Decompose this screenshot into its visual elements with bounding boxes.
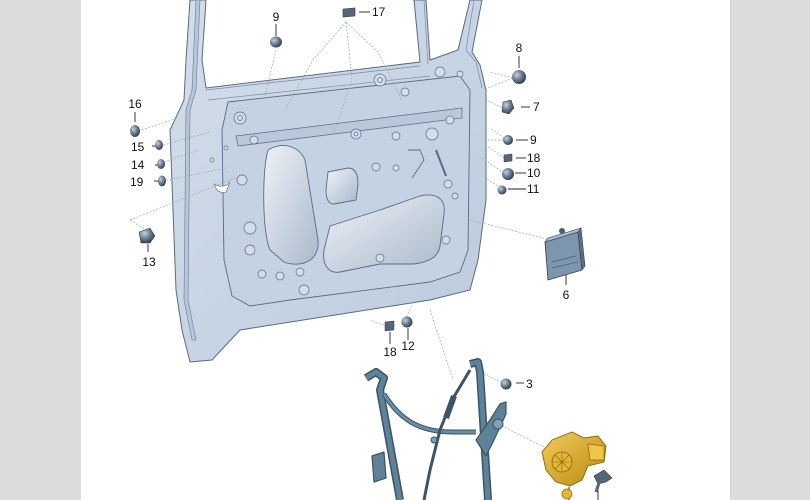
callout-7: 7: [533, 100, 540, 114]
right-margin-panel: [730, 0, 810, 500]
callout-9-right: 9: [530, 133, 537, 147]
door-cross-rail: [235, 107, 463, 147]
part-control-unit-6: [544, 227, 586, 281]
callout-6: 6: [563, 288, 570, 302]
door-frame-line: [205, 0, 431, 101]
part-clip-17: [342, 7, 356, 18]
part-nut-3: [500, 378, 512, 390]
door-bracket: [408, 149, 425, 179]
part-plug-14: [157, 159, 165, 169]
part-clip-18-bottom: [384, 320, 395, 332]
part-plug-16: [130, 125, 140, 137]
callout-17: 17: [372, 5, 386, 19]
parts-diagram: 9 17 8 7 9 18 10 11 16 15 14 19 13 6 18 …: [81, 0, 730, 500]
callout-16: 16: [128, 97, 142, 111]
part-plug-19: [158, 175, 166, 187]
part-window-regulator: [363, 358, 507, 500]
callout-15: 15: [131, 140, 145, 154]
part-plug-13: [138, 227, 156, 244]
part-plug-7: [501, 99, 515, 115]
part-screw: [593, 469, 613, 493]
callout-11: 11: [527, 182, 540, 196]
part-plug-9-top: [270, 36, 282, 48]
part-plug-12: [401, 316, 413, 328]
callout-18-right: 18: [527, 151, 541, 165]
callout-labels: 9 17 8 7 9 18 10 11 16 15 14 19 13 6 18 …: [128, 5, 569, 391]
door-pillar-inner: [183, 0, 201, 341]
door-access-hole-small: [325, 167, 359, 205]
part-plug-9-right: [503, 135, 513, 145]
part-plug-11: [497, 185, 507, 195]
part-plug-8: [512, 70, 526, 84]
callout-10: 10: [527, 166, 541, 180]
callout-14: 14: [131, 158, 145, 172]
door-shell: [169, 0, 487, 363]
callout-8: 8: [516, 41, 523, 55]
door-access-hole-left: [263, 145, 319, 265]
part-window-motor: [541, 431, 607, 500]
door-access-hole-lower: [323, 194, 445, 273]
part-plug-15: [155, 140, 163, 150]
door-rod: [435, 149, 447, 177]
left-margin-panel: [0, 0, 81, 500]
callout-13: 13: [142, 255, 156, 269]
callout-18-bottom: 18: [383, 345, 397, 359]
part-clip-18-right: [503, 153, 513, 163]
callout-12: 12: [401, 339, 415, 353]
door-mounting-holes: [209, 66, 464, 296]
door-latch-slot: [213, 181, 231, 193]
door-frame-line: [465, 0, 483, 89]
callout-19: 19: [130, 175, 144, 189]
part-plug-10: [502, 168, 514, 180]
diagram-svg: 9 17 8 7 9 18 10 11 16 15 14 19 13 6 18 …: [128, 0, 613, 500]
callout-3: 3: [526, 377, 533, 391]
callout-9-top: 9: [273, 10, 280, 24]
